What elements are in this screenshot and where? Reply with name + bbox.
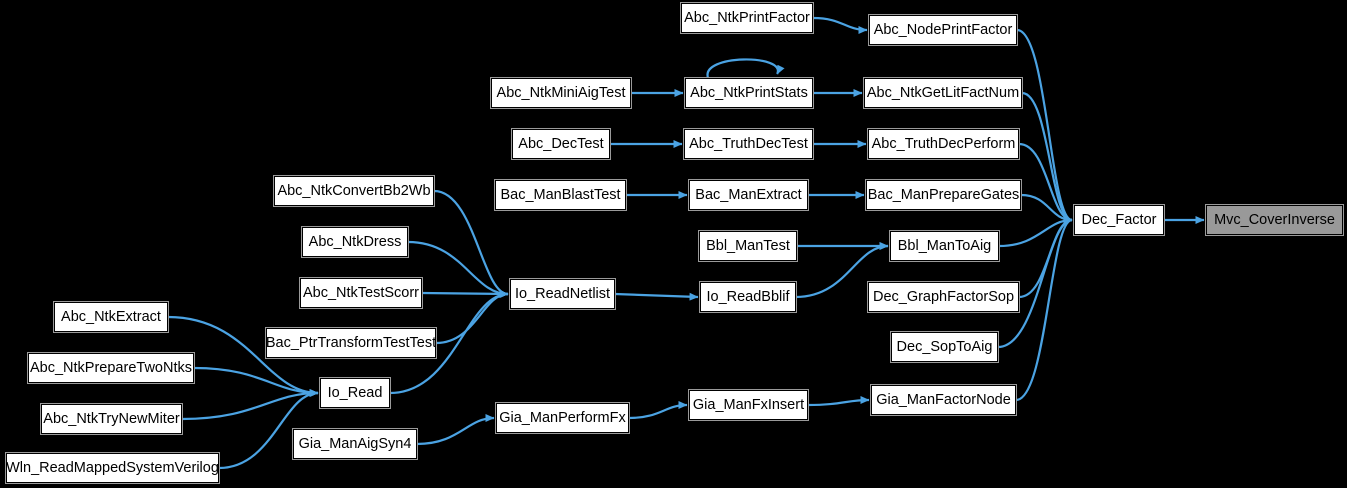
graph-edge-abc_ntkdress-to-io_readnetlist — [407, 240, 509, 298]
graph-node-label: Gia_ManPerformFx — [499, 410, 626, 426]
graph-node-label: Abc_NtkPrepareTwoNtks — [30, 360, 192, 376]
graph-edge-abc_ntkextract-to-io_read — [167, 315, 319, 397]
graph-node-label: Abc_NtkGetLitFactNum — [866, 85, 1020, 101]
graph-edge-gia_manperformfx-to-gia_manfxinsert — [628, 401, 688, 420]
graph-node-label: Abc_TruthDecTest — [689, 136, 808, 152]
graph-edge-abc_ntkconvertbb2wb-to-io_readnetlist — [433, 189, 509, 298]
graph-node-bac_manpreparegates[interactable]: Bac_ManPrepareGates — [865, 179, 1022, 211]
graph-edge-abc_ntkprintfactor-to-abc_nodeprintfactor — [812, 16, 868, 34]
graph-node-gia_manaigsyn4[interactable]: Gia_ManAigSyn4 — [292, 428, 418, 460]
graph-edge-wln_readmappedsystemverilog-to-io_read — [218, 389, 319, 470]
graph-node-abc_dectest[interactable]: Abc_DecTest — [511, 128, 611, 160]
graph-edge-abc_ntktrynewmiter-to-io_read — [181, 389, 319, 421]
graph-edge-abc_ntktestscorr-to-io_readnetlist — [421, 289, 509, 298]
graph-node-label: Io_ReadNetlist — [514, 286, 611, 302]
graph-node-label: Gia_ManFactorNode — [876, 392, 1011, 408]
graph-node-bbl_mantoaig[interactable]: Bbl_ManToAig — [889, 230, 1000, 262]
graph-node-abc_ntkextract[interactable]: Abc_NtkExtract — [53, 301, 169, 333]
graph-node-gia_manperformfx[interactable]: Gia_ManPerformFx — [495, 402, 630, 434]
graph-node-bac_manblasttest[interactable]: Bac_ManBlastTest — [494, 179, 627, 211]
graph-node-abc_nodeprintfactor[interactable]: Abc_NodePrintFactor — [868, 14, 1018, 46]
graph-node-bbl_mantest[interactable]: Bbl_ManTest — [698, 230, 798, 262]
graph-node-label: Bbl_ManToAig — [897, 238, 992, 254]
graph-node-dec_soptoaig[interactable]: Dec_SopToAig — [890, 331, 999, 363]
graph-node-gia_manfactornode[interactable]: Gia_ManFactorNode — [870, 384, 1017, 416]
graph-node-label: Abc_NtkExtract — [61, 309, 161, 325]
graph-node-label: Bbl_ManTest — [706, 238, 790, 254]
graph-node-label: Dec_GraphFactorSop — [872, 289, 1015, 305]
graph-edge-abc_ntkpreparetwontks-to-io_read — [193, 366, 319, 397]
graph-node-label: Bac_ManPrepareGates — [867, 187, 1020, 203]
graph-node-dec_graphfactorsop[interactable]: Dec_GraphFactorSop — [867, 281, 1020, 313]
graph-node-label: Abc_NtkTestScorr — [302, 285, 420, 301]
graph-node-label: Bac_ManBlastTest — [500, 187, 621, 203]
graph-edge-bac_ptrtransformtesttest-to-io_readnetlist — [435, 290, 509, 345]
graph-edge-abc_nodeprintfactor-to-dec_factor — [1016, 28, 1073, 224]
graph-node-label: Abc_DecTest — [518, 136, 604, 152]
graph-node-label: Gia_ManFxInsert — [692, 397, 805, 413]
graph-node-label: Abc_TruthDecPerform — [871, 136, 1016, 152]
graph-node-label: Abc_NtkTryNewMiter — [43, 411, 180, 427]
graph-node-abc_ntkpreparetwontks[interactable]: Abc_NtkPrepareTwoNtks — [27, 352, 195, 384]
graph-edge-abc_ntkprintstats-to-abc_ntkprintstats — [706, 58, 785, 79]
graph-node-mvc_coverinverse[interactable]: Mvc_CoverInverse — [1205, 204, 1344, 236]
graph-node-label: Abc_NtkPrintFactor — [684, 10, 810, 26]
graph-node-label: Mvc_CoverInverse — [1214, 212, 1335, 228]
graph-node-abc_truthdectest[interactable]: Abc_TruthDecTest — [683, 128, 814, 160]
graph-node-dec_factor[interactable]: Dec_Factor — [1073, 204, 1165, 236]
graph-node-bac_manextract[interactable]: Bac_ManExtract — [688, 179, 809, 211]
graph-node-abc_ntktestscorr[interactable]: Abc_NtkTestScorr — [299, 277, 423, 309]
graph-node-io_readbblif[interactable]: Io_ReadBblif — [699, 281, 797, 313]
graph-node-abc_ntkconvertbb2wb[interactable]: Abc_NtkConvertBb2Wb — [273, 175, 435, 207]
graph-edge-io_readnetlist-to-io_readbblif — [614, 292, 699, 301]
graph-node-label: Abc_NtkDress — [308, 234, 402, 250]
graph-node-wln_readmappedsystemverilog[interactable]: Wln_ReadMappedSystemVerilog — [5, 452, 220, 484]
graph-node-label: Abc_NtkPrintStats — [690, 85, 808, 101]
graph-node-abc_ntkprintfactor[interactable]: Abc_NtkPrintFactor — [680, 2, 814, 34]
graph-node-label: Bac_PtrTransformTestTest — [265, 335, 437, 351]
graph-node-bac_ptrtransformtesttest[interactable]: Bac_PtrTransformTestTest — [265, 327, 437, 359]
graph-node-abc_ntkminiaigtest[interactable]: Abc_NtkMiniAigTest — [490, 77, 632, 109]
graph-node-io_readnetlist[interactable]: Io_ReadNetlist — [509, 278, 616, 310]
graph-node-label: Gia_ManAigSyn4 — [298, 436, 412, 452]
graph-node-abc_ntkprintstats[interactable]: Abc_NtkPrintStats — [684, 77, 814, 109]
graph-edge-gia_manaigsyn4-to-gia_manperformfx — [416, 414, 495, 446]
graph-node-abc_ntktrynewmiter[interactable]: Abc_NtkTryNewMiter — [40, 403, 183, 435]
graph-edge-gia_manfxinsert-to-gia_manfactornode — [807, 396, 870, 407]
graph-node-gia_manfxinsert[interactable]: Gia_ManFxInsert — [688, 389, 809, 421]
graph-edge-abc_ntkgetlitfactnum-to-dec_factor — [1021, 91, 1073, 224]
graph-node-label: Io_Read — [327, 385, 383, 401]
graph-edge-io_readbblif-to-bbl_mantoaig — [795, 242, 889, 299]
graph-node-label: Abc_NtkConvertBb2Wb — [277, 183, 431, 199]
graph-node-label: Dec_Factor — [1081, 212, 1157, 228]
graph-node-label: Dec_SopToAig — [896, 339, 993, 355]
graph-edge-bbl_mantoaig-to-dec_factor — [998, 216, 1073, 248]
graph-node-label: Bac_ManExtract — [695, 187, 802, 203]
graph-node-label: Abc_NtkMiniAigTest — [496, 85, 626, 101]
graph-node-label: Wln_ReadMappedSystemVerilog — [6, 460, 219, 476]
graph-node-label: Abc_NodePrintFactor — [873, 22, 1013, 38]
graph-edge-io_read-to-io_readnetlist — [389, 290, 509, 395]
graph-edge-gia_manfactornode-to-dec_factor — [1015, 216, 1073, 402]
graph-node-abc_truthdecperform[interactable]: Abc_TruthDecPerform — [867, 128, 1020, 160]
graph-edge-dec_soptoaig-to-dec_factor — [997, 216, 1073, 349]
graph-node-abc_ntkdress[interactable]: Abc_NtkDress — [301, 226, 409, 258]
graph-node-io_read[interactable]: Io_Read — [319, 377, 391, 409]
graph-node-label: Io_ReadBblif — [706, 289, 790, 305]
graph-node-abc_ntkgetlitfactnum[interactable]: Abc_NtkGetLitFactNum — [863, 77, 1023, 109]
